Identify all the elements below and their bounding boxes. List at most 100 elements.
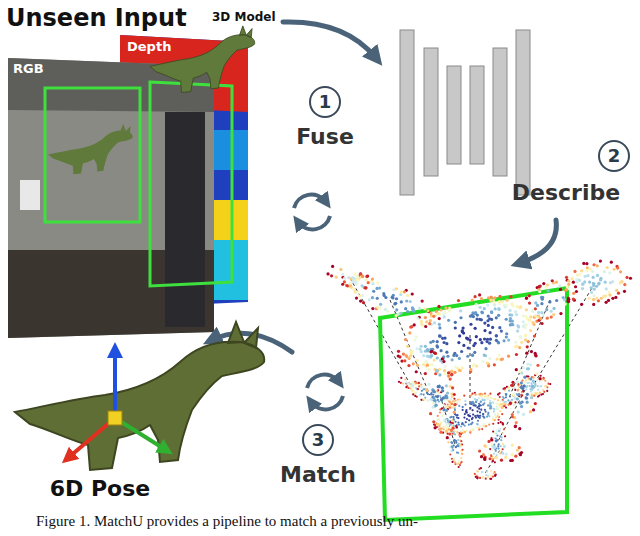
cloud-point <box>478 318 481 321</box>
cloud-point <box>490 438 493 441</box>
projected-point <box>488 415 490 417</box>
projected-point <box>483 399 485 401</box>
rgb-image <box>20 180 40 210</box>
cloud-point <box>539 284 542 287</box>
projected-point <box>478 427 480 429</box>
cloud-point <box>525 352 528 355</box>
cloud-point <box>354 280 357 283</box>
projected-point <box>497 415 499 417</box>
projected-point <box>531 394 533 396</box>
cloud-point <box>525 315 528 318</box>
cloud-point <box>422 354 425 357</box>
projected-point <box>494 398 496 400</box>
cloud-point <box>546 289 549 292</box>
cloud-point <box>525 397 528 400</box>
cloud-point <box>475 317 478 320</box>
projected-point <box>478 393 480 395</box>
cloud-point <box>415 370 418 373</box>
projected-point <box>437 399 439 401</box>
projected-point <box>480 409 482 411</box>
cloud-point <box>399 312 402 315</box>
depth-panel: Depth <box>122 36 248 306</box>
projected-point <box>442 413 444 415</box>
cloud-point <box>529 363 532 366</box>
cloud-point <box>429 319 432 322</box>
cloud-point <box>514 310 517 313</box>
projected-point <box>502 443 504 445</box>
cloud-point <box>623 283 626 286</box>
cloud-point <box>424 325 427 328</box>
projected-point <box>478 428 480 430</box>
projected-point <box>456 401 458 403</box>
cloud-point <box>471 354 474 357</box>
projected-point <box>462 429 464 431</box>
cloud-point <box>478 306 481 309</box>
cloud-point <box>444 306 447 309</box>
cloud-point <box>451 386 454 389</box>
projected-point <box>497 447 499 449</box>
cloud-point <box>364 286 367 289</box>
cloud-point <box>497 307 500 310</box>
projected-point <box>500 400 502 402</box>
cloud-point <box>372 290 375 293</box>
cloud-point <box>358 294 361 297</box>
cloud-point <box>450 373 453 376</box>
cloud-point <box>488 357 491 360</box>
cloud-point <box>581 287 584 290</box>
cloud-point <box>530 405 533 408</box>
projected-point <box>542 377 544 379</box>
cloud-point <box>573 270 576 273</box>
projected-point <box>506 386 508 388</box>
projected-point <box>497 393 499 395</box>
cloud-point <box>514 345 517 348</box>
panel-label: Depth <box>122 36 176 57</box>
cloud-point <box>445 342 448 345</box>
cloud-point <box>436 340 439 343</box>
projected-point <box>505 396 507 398</box>
cloud-point <box>443 315 446 318</box>
projected-point <box>428 400 430 402</box>
pose-origin <box>108 411 122 425</box>
correspondence-line <box>350 278 595 473</box>
cloud-point <box>567 300 570 303</box>
projected-point <box>482 415 484 417</box>
projected-point <box>413 390 415 392</box>
cloud-point <box>465 336 468 339</box>
projected-point <box>492 416 494 418</box>
projected-point <box>449 416 451 418</box>
cloud-point <box>541 298 544 301</box>
projected-point <box>505 393 507 395</box>
cloud-point <box>461 366 464 369</box>
projected-point <box>457 421 459 423</box>
cloud-point <box>515 421 518 424</box>
cloud-point <box>523 376 526 379</box>
output-heading: 6D Pose <box>50 476 150 502</box>
projected-point <box>482 425 484 427</box>
cloud-point <box>459 369 462 372</box>
cloud-point <box>520 381 523 384</box>
cloud-point <box>593 288 596 291</box>
cloud-point <box>523 384 526 387</box>
projected-point <box>476 423 478 425</box>
projected-point <box>496 454 498 456</box>
cloud-point <box>592 284 595 287</box>
step-name: Fuse <box>296 124 354 150</box>
cloud-point <box>614 296 617 299</box>
cloud-point <box>537 311 540 314</box>
cloud-point <box>511 444 514 447</box>
cloud-point <box>550 310 553 313</box>
cloud-point <box>412 362 415 365</box>
cloud-point <box>445 351 448 354</box>
cloud-point <box>592 276 595 279</box>
projected-point <box>485 425 487 427</box>
projected-point <box>459 400 461 402</box>
cloud-point <box>522 314 525 317</box>
projected-point <box>460 425 462 427</box>
cloud-point <box>438 373 441 376</box>
network-bar <box>516 30 530 195</box>
cloud-point <box>429 350 432 353</box>
cloud-point <box>448 307 451 310</box>
cloud-point <box>435 344 438 347</box>
projected-point <box>475 405 477 407</box>
pose-result <box>15 322 264 470</box>
